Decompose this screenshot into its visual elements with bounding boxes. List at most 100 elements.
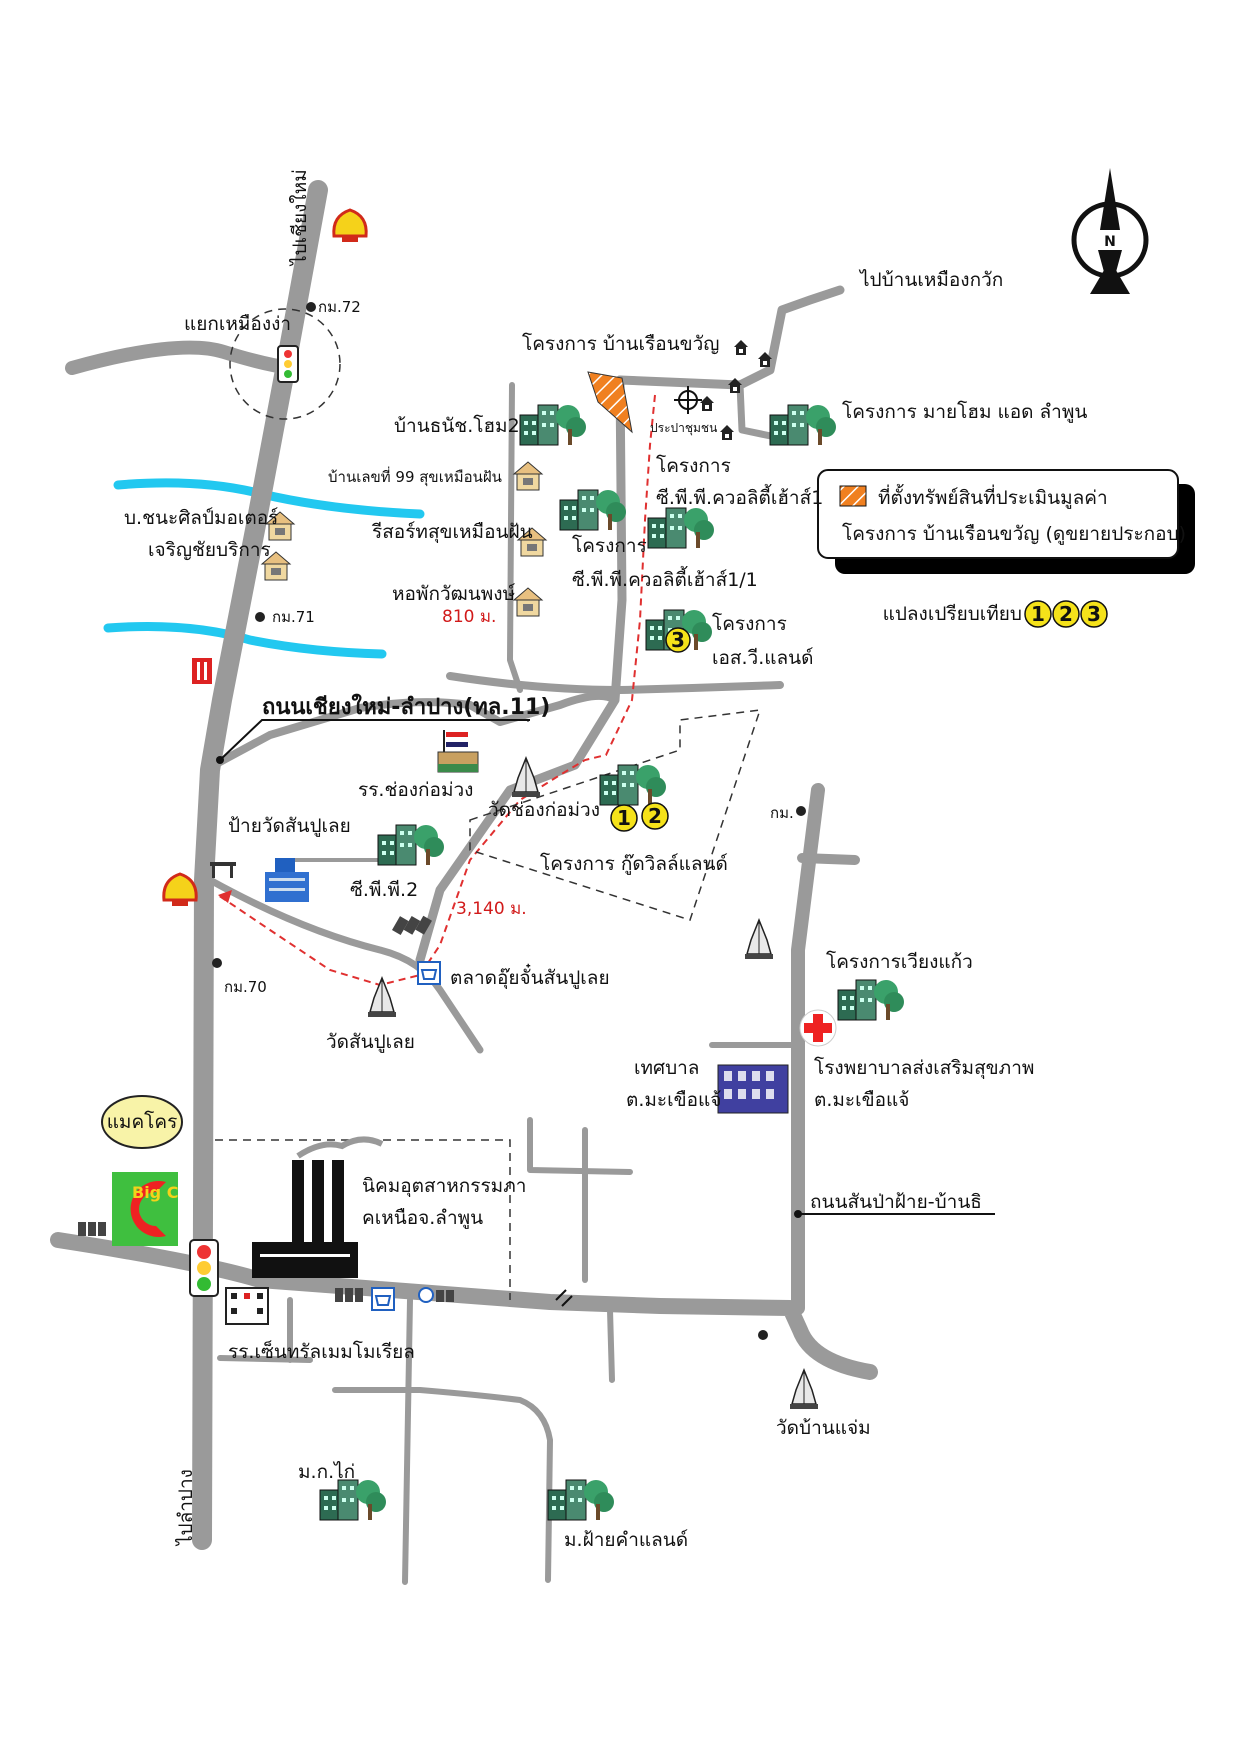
cpp1-building-icon: [559, 489, 627, 531]
cpp11-building-icon: [647, 507, 715, 549]
river-lower: [103, 622, 387, 659]
shops-row-south-icon: [335, 1288, 363, 1302]
wiangkaew-building-icon: [837, 979, 905, 1021]
hwy-label-dot: [216, 756, 224, 764]
km72-label: กม.72: [318, 298, 361, 316]
small-house-5-icon: [720, 425, 734, 440]
label-industrial-line1: นิคมอุตสาหกรรมภา: [362, 1175, 526, 1198]
dir-chiangmai: ไปเชียงใหม่: [289, 169, 311, 267]
mookai-building-icon: [319, 1479, 387, 1521]
myhome-building-icon: [769, 404, 837, 446]
small-house-3-icon: [700, 396, 714, 411]
road-south: [50, 1232, 878, 1380]
label-wat-sanpuloei: วัดสันปูเลย: [326, 1031, 415, 1053]
legend-comparable-1-text: 1: [1031, 602, 1045, 626]
road-ruenkwan-top: [615, 285, 845, 390]
bigc-logo: Big C: [112, 1172, 178, 1246]
red-sign-icon: [192, 658, 212, 684]
km71-label: กม.71: [272, 608, 315, 626]
shell-station-top-icon: [332, 208, 368, 244]
water-supply-icon: [674, 386, 702, 414]
route-line: [217, 394, 656, 987]
label-mookai: ม.ก.ไก่: [298, 1461, 355, 1483]
office-building-icon: [265, 858, 309, 902]
label-industrial-line2: คเหนือจ.ลำพูน: [362, 1207, 483, 1229]
label-sv-line2: เอส.วี.แลนด์: [712, 647, 813, 669]
road-west-inner: [507, 382, 523, 693]
label-bus-stop: ป้ายวัดสันปูเลย: [228, 815, 351, 837]
dir-lampang: ไปลำปาง: [175, 1469, 197, 1547]
road-south-d: [332, 1387, 553, 1583]
wat-sanpuloei-icon: [367, 977, 397, 1018]
small-house-1-icon: [734, 340, 748, 355]
comparable-1-text: 1: [617, 806, 631, 830]
label-hospital-line2: ต.มะเขือแจ้: [814, 1089, 909, 1111]
label-cpp1-line1: โครงการ: [656, 454, 731, 477]
label-intersection: แยกเหมืองง่า: [184, 313, 291, 335]
label-cpp2: ซี.พี.พี.2: [350, 879, 418, 901]
north-label: N: [1104, 234, 1116, 250]
shops-row-bigc-icon: [78, 1222, 106, 1236]
market-icon: [417, 961, 441, 985]
label-market: ตลาดอุ๊ยจั๋นสันปูเลย: [450, 963, 610, 990]
intersection-circle: [229, 308, 341, 420]
hospital-icon: [799, 1009, 837, 1047]
road-san-pa-fai: [791, 783, 825, 1315]
road-label-hwy11: ถนนเชียงใหม่-ลำปาง(ทล.11): [262, 693, 550, 720]
bigc-label: Big C: [132, 1183, 178, 1202]
label-cpp1-line2: ซี.พี.พี.ควอลิตี้เฮ้าส์1: [656, 484, 823, 509]
label-proj-wiangkaew: โครงการเวียงแก้ว: [826, 950, 973, 973]
label-hospital-line1: โรงพยาบาลส่งเสริมสุขภาพ: [814, 1056, 1034, 1080]
km72-marker-icon: [306, 302, 316, 312]
market-south-icon: [371, 1287, 395, 1311]
road-west-branch: [65, 340, 297, 375]
wat-papao-icon: [744, 919, 774, 960]
road-south-a: [527, 1117, 633, 1175]
km70-label: กม.70: [224, 978, 267, 996]
route-arrow: [218, 890, 232, 903]
label-baan-thanat: บ้านธนัช.โฮม2: [394, 414, 520, 437]
comparable-2-text: 2: [648, 804, 662, 828]
shell-station-mid-icon: [162, 872, 198, 908]
legend-comparable-3-text: 3: [1087, 602, 1101, 626]
comparables-label: แปลงเปรียบเทียบ: [883, 603, 1022, 625]
road-label-sanpafai: ถนนสันป่าฝ้าย-บ้านธิ: [810, 1191, 982, 1213]
school-chong-icon: [437, 730, 479, 773]
road-central-east: [201, 692, 619, 774]
sanpafai-label-dot: [794, 1210, 802, 1218]
label-dorm: หอพักวัฒนพงษ์: [392, 583, 516, 605]
traffic-light-top-icon: [277, 345, 299, 383]
municipal-office-icon: [717, 1064, 789, 1114]
legend-comparable-3: [1080, 600, 1108, 628]
label-sv-line1: โครงการ: [712, 612, 787, 635]
comparable-3-marker: [665, 627, 691, 653]
label-school-central: รร.เซ็นทรัลเมมโมเรียล: [228, 1339, 415, 1363]
industrial-area: [215, 1139, 511, 1300]
label-cpp11-line1: โครงการ: [572, 534, 647, 557]
faikham-building-icon: [547, 1479, 615, 1521]
label-distance-810: 810 ม.: [442, 607, 496, 627]
road-break-mark-2: [561, 1295, 573, 1307]
road-right-spur: [797, 853, 860, 865]
traffic-light-bottom-icon: [189, 1239, 219, 1297]
label-proj-myhome: โครงการ มายโฮม แอด ลำพูน: [842, 400, 1087, 423]
label-proj-ruenkwan: โครงการ บ้านเรือนขวัญ: [522, 332, 719, 355]
road-junction-icon: [758, 1330, 768, 1340]
bus-stop-icon: [210, 862, 236, 878]
km70-marker-icon: [212, 958, 222, 968]
legend-box: [817, 469, 1179, 559]
label-distance-3140: 3,140 ม.: [456, 899, 527, 919]
factory-icon: [252, 1136, 384, 1278]
makro-badge: [101, 1095, 183, 1149]
label-proj-goodwill: โครงการ กู๊ดวิลล์แลนด์: [540, 852, 728, 875]
shops-row-icon: [392, 915, 432, 935]
baan-thanat-building-icon: [519, 404, 587, 446]
dir-mueangkrak: ไปบ้านเหมืองกวัก: [858, 269, 1003, 291]
label-village-ward: ประปาชุมชน: [650, 421, 717, 436]
comparable-3-text: 3: [671, 628, 685, 652]
label-company-line2: เจริญชัยบริการ: [148, 539, 271, 561]
legend-subject-line1: ที่ตั้งทรัพย์สินที่ประเมินมูลค่า: [878, 484, 1108, 509]
road-south-e: [402, 1297, 413, 1585]
bank-icon: [418, 1287, 454, 1303]
